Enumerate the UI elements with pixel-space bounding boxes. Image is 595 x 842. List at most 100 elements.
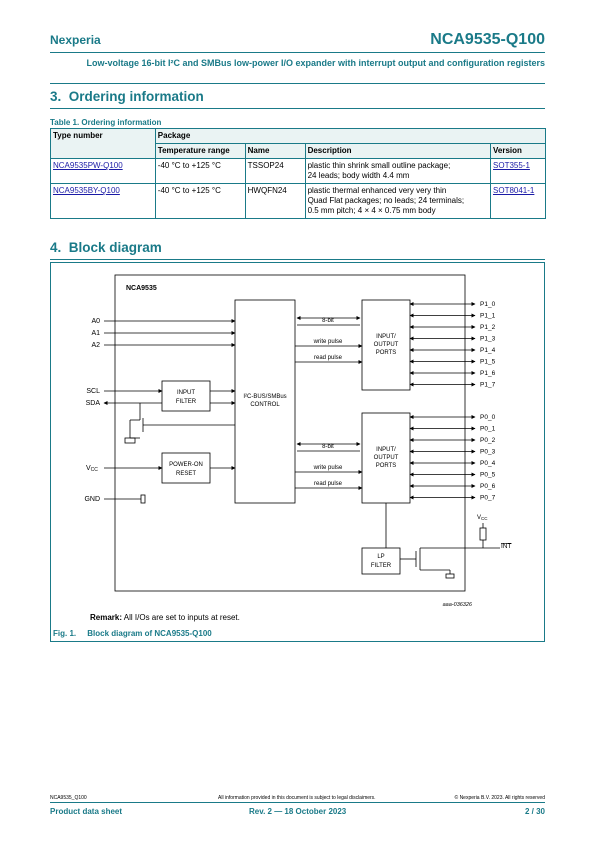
brand-name: Nexperia: [50, 33, 101, 47]
footer-rule: [50, 802, 545, 803]
control-label: I²C-BUS/SMBus: [243, 394, 286, 400]
table-row: NCA9535BY-Q100 -40 °C to +125 °C HWQFN24…: [50, 183, 546, 219]
header-package: Package: [154, 128, 547, 144]
p1-pin-label: P1_3: [480, 336, 496, 343]
input-filter-label: INPUT: [177, 390, 195, 396]
section-title: Block diagram: [68, 240, 162, 255]
figure-number: Fig. 1.: [53, 629, 77, 638]
input-filter-block: [161, 380, 211, 412]
chip-outline: [114, 274, 466, 592]
header-name: Name: [244, 143, 306, 159]
io-ports-label: PORTS: [376, 350, 397, 356]
vcc-int-label: VCC: [477, 515, 488, 521]
version-link[interactable]: SOT355-1: [493, 161, 530, 170]
table-row: NCA9535PW-Q100 -40 °C to +125 °C TSSOP24…: [50, 158, 546, 184]
document-subtitle: Low-voltage 16-bit I²C and SMBus low-pow…: [86, 58, 545, 68]
pin-label-scl: SCL: [86, 388, 100, 395]
p0-pin-label: P0_1: [480, 426, 496, 433]
pin-label-vcc: VCC: [86, 465, 98, 473]
header-type-number: Type number: [50, 128, 156, 159]
footer-doc-type: Product data sheet: [50, 807, 123, 816]
pin-label-a2: A2: [91, 342, 100, 349]
p1-pin-label: P1_1: [480, 313, 496, 320]
header-rule: [50, 52, 545, 53]
pin-label-a1: A1: [91, 330, 100, 337]
header-version: Version: [490, 143, 546, 159]
figure-caption: Fig. 1. Block diagram of NCA9535-Q100: [53, 629, 212, 638]
power-on-reset-label: RESET: [176, 471, 196, 477]
lp-filter-label: FILTER: [371, 563, 392, 569]
description-line: plastic thin shrink small outline packag…: [307, 161, 451, 170]
description-cell: plastic thermal enhanced very very thin …: [304, 183, 492, 219]
type-number-link[interactable]: NCA9535BY-Q100: [53, 186, 120, 195]
remark-body: All I/Os are set to inputs at reset.: [123, 613, 240, 622]
section-3-rule: [50, 108, 545, 109]
footer-doc-id: NCA9535_Q100: [50, 795, 87, 801]
lp-filter-label: LP: [377, 554, 384, 560]
ordering-table: Type number Package Temperature range Na…: [50, 128, 547, 219]
io-ports-label: INPUT/: [376, 334, 396, 340]
footer-copyright: © Nexperia B.V. 2023. All rights reserve…: [454, 795, 546, 801]
version-link[interactable]: SOT8041-1: [493, 186, 535, 195]
p1-pin-label: P1_5: [480, 359, 496, 366]
power-on-reset-block: [161, 452, 211, 484]
input-filter-label: FILTER: [176, 399, 197, 405]
footer-revision: Rev. 2 — 18 October 2023: [249, 807, 347, 816]
figure-code: aaa-036326: [443, 602, 473, 608]
section-title: Ordering information: [68, 89, 204, 104]
part-number-title: NCA9535-Q100: [430, 31, 545, 48]
p0-pin-label: P0_7: [480, 495, 496, 502]
remark-label: Remark:: [90, 613, 123, 622]
bus-8bit-label: 8-bit: [322, 444, 334, 450]
pin-label-a0: A0: [91, 318, 100, 325]
description-line: plastic thermal enhanced very very thin: [307, 186, 447, 195]
int-pin-label: INT: [501, 543, 512, 550]
io-ports-label: PORTS: [376, 463, 397, 469]
io-ports-label: OUTPUT: [374, 455, 399, 461]
p0-pin-label: P0_5: [480, 472, 496, 479]
write-pulse-label: write pulse: [313, 465, 343, 471]
p1-pin-label: P1_2: [480, 324, 496, 331]
figure-frame: [50, 262, 545, 642]
chip-label: NCA9535: [126, 285, 157, 292]
figure-title: Block diagram of NCA9535-Q100: [87, 629, 212, 638]
footer-disclaimer: All information provided in this documen…: [218, 795, 376, 801]
description-cell: plastic thin shrink small outline packag…: [304, 158, 492, 184]
pin-label-sda: SDA: [86, 400, 101, 407]
remark-text: Remark: All I/Os are set to inputs at re…: [90, 613, 240, 622]
p1-pin-label: P1_6: [480, 370, 496, 377]
subtitle-rule: [50, 83, 545, 84]
section-4-rule: [50, 259, 545, 260]
p0-pin-label: P0_4: [480, 460, 496, 467]
type-number-link[interactable]: NCA9535PW-Q100: [53, 161, 123, 170]
description-line: 24 leads; body width 4.4 mm: [307, 171, 410, 180]
description-line: 0.5 mm pitch; 4 × 4 × 0.75 mm body: [307, 206, 436, 215]
section-3-heading: 3. Ordering information: [50, 89, 204, 104]
p0-pin-label: P0_0: [480, 414, 496, 421]
description-line: Quad Flat packages; no leads; 24 termina…: [307, 196, 465, 205]
pin-label-gnd: GND: [84, 496, 100, 503]
write-pulse-label: write pulse: [313, 339, 343, 345]
p1-pin-label: P1_7: [480, 382, 496, 389]
p0-pin-label: P0_2: [480, 437, 496, 444]
temperature-cell: -40 °C to +125 °C: [154, 183, 246, 219]
read-pulse-label: read pulse: [314, 481, 343, 487]
p1-pin-label: P1_4: [480, 347, 496, 354]
io-ports-label: INPUT/: [376, 447, 396, 453]
footer-page: 2 / 30: [524, 807, 545, 816]
lp-filter-block: [361, 547, 401, 575]
section-number: 3.: [50, 89, 62, 104]
read-pulse-label: read pulse: [314, 355, 343, 361]
section-number: 4.: [50, 240, 62, 255]
p0-pin-label: P0_6: [480, 483, 496, 490]
table-caption: Table 1. Ordering information: [50, 118, 162, 127]
table-header-row: Type number Package: [50, 128, 547, 159]
section-4-heading: 4. Block diagram: [50, 240, 162, 255]
p1-pin-label: P1_0: [480, 301, 496, 308]
package-name-cell: HWQFN24: [244, 183, 306, 219]
p0-pin-label: P0_3: [480, 449, 496, 456]
io-ports-label: OUTPUT: [374, 342, 399, 348]
header-temperature-range: Temperature range: [154, 143, 246, 159]
table-subheader-row: Temperature range Name Description Versi…: [51, 143, 546, 159]
